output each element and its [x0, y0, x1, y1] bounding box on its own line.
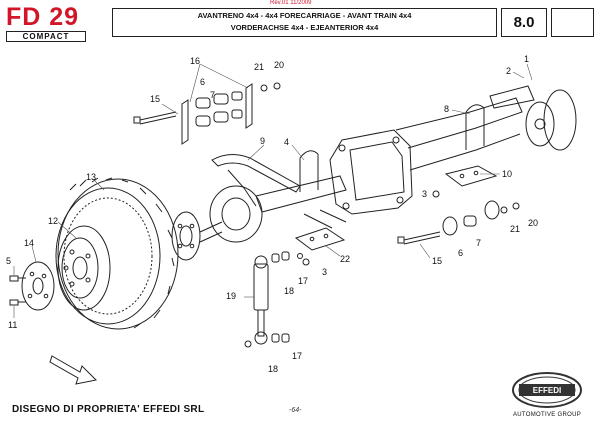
wheel-hub-assembly [171, 185, 263, 261]
callout-17a: 17 [298, 276, 308, 286]
axle-housing [255, 97, 523, 229]
callout-12: 12 [48, 216, 58, 226]
logo-subtitle: COMPACT [6, 31, 86, 42]
effedi-logo: EFFEDI [512, 372, 582, 408]
callout-16: 16 [190, 56, 200, 66]
callout-15a: 15 [150, 94, 160, 104]
hub-flange [21, 261, 55, 311]
callout-21a: 21 [254, 62, 264, 72]
section-title-line-1: AVANTRENO 4x4 - 4x4 FORECARRIAGE - AVANT… [197, 11, 412, 20]
callout-13: 13 [86, 172, 96, 182]
empty-header-cell [551, 8, 594, 37]
callout-5: 5 [6, 256, 11, 266]
exploded-parts-drawing: 1 2 3 3 4 5 6 6 7 7 8 9 10 11 12 13 14 1… [6, 54, 577, 385]
callout-3a: 3 [422, 189, 427, 199]
callout-20a: 20 [274, 60, 284, 70]
pin-bolts [133, 111, 441, 245]
page-number: -64- [289, 407, 302, 414]
section-number: 8.0 [501, 8, 547, 37]
section-title-line-2: VORDERACHSE 4x4 - EJEANTERIOR 4x4 [230, 23, 379, 32]
callout-18a: 18 [284, 286, 294, 296]
shock-fasteners [244, 251, 303, 348]
right-hub [489, 85, 577, 151]
callout-21b: 21 [510, 224, 520, 234]
brand-name: EFFEDI [533, 386, 561, 395]
callout-19: 19 [226, 291, 236, 301]
callout-17b: 17 [292, 351, 302, 361]
callout-20b: 20 [528, 218, 538, 228]
nuts [302, 190, 440, 266]
tire [55, 177, 179, 330]
revision-note: Rev.01 11/2009 [270, 0, 312, 6]
logo-title: FD 29 [6, 3, 80, 31]
mounting-plate-center [294, 227, 346, 251]
ownership-notice: DISEGNO DI PROPRIETA' EFFEDI SRL [12, 404, 205, 415]
bracket-and-bushings [181, 82, 281, 145]
callout-6b: 6 [458, 248, 463, 258]
callout-14: 14 [24, 238, 34, 248]
u-bolt [299, 150, 319, 192]
callout-22: 22 [340, 254, 350, 264]
fd29-logo: FD 29 COMPACT [6, 4, 102, 42]
leader-lines [13, 63, 533, 318]
callout-11: 11 [8, 320, 17, 330]
callout-10: 10 [502, 169, 512, 179]
callout-3b: 3 [322, 267, 327, 277]
wheel-bolts [9, 275, 26, 306]
callout-7a: 7 [210, 90, 215, 100]
direction-arrow-icon [49, 355, 98, 385]
wheel-rim [57, 225, 111, 311]
steering-arm [211, 154, 301, 207]
right-bushings [442, 200, 520, 236]
callout-15b: 15 [432, 256, 442, 266]
callout-1: 1 [524, 54, 529, 64]
callout-2: 2 [506, 66, 511, 76]
callout-6a: 6 [200, 77, 205, 87]
mounting-plate-right [444, 165, 498, 187]
callout-7b: 7 [476, 238, 481, 248]
brand-tagline: AUTOMOTIVE GROUP [512, 412, 582, 418]
shock-absorber [253, 255, 269, 345]
callout-8: 8 [444, 104, 449, 114]
callout-4: 4 [284, 137, 289, 147]
u-bolt-right [465, 104, 485, 150]
callout-labels: 1 2 3 3 4 5 6 6 7 7 8 9 10 11 12 13 14 1… [6, 54, 538, 374]
section-title-box: AVANTRENO 4x4 - 4x4 FORECARRIAGE - AVANT… [112, 8, 497, 37]
callout-9: 9 [260, 136, 265, 146]
callout-18b: 18 [268, 364, 278, 374]
